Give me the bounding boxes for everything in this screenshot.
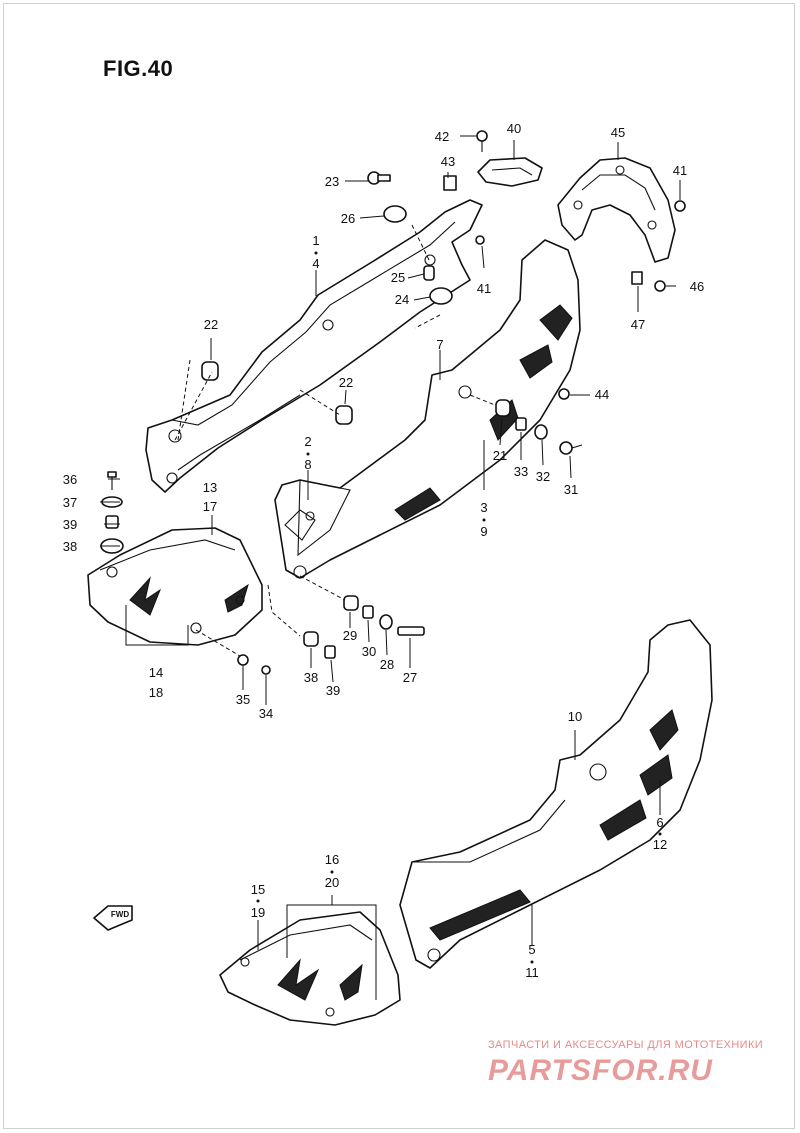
side-cover-long [399,619,713,969]
callout-21: 21 [493,448,507,463]
leader-lines [100,135,681,1000]
callout-9: 9 [480,524,487,539]
callout-4: 4 [312,256,319,271]
callout-42: 42 [435,129,449,144]
callout-46: 46 [690,279,704,294]
forward-arrow: FWD [93,905,133,931]
callout-19: 19 [251,905,265,920]
callout-8: 8 [304,457,311,472]
callout-7: 7 [436,337,443,352]
callout-26: 26 [341,211,355,226]
callout-30: 30 [362,644,376,659]
side-cover-lower-left [87,527,263,646]
callout-15: 15 [251,882,265,897]
side-cover-lower-front [219,911,401,1026]
callout-38-a: 38 [63,539,77,554]
tail-cover-plate [477,157,543,187]
forward-arrow-label: FWD [111,910,129,919]
callout-39-b: 39 [326,683,340,698]
callout-35: 35 [236,692,250,707]
callout-3: 3 [480,500,487,515]
hardware-parts [100,130,686,675]
callout-22-a: 22 [204,317,218,332]
callout-23: 23 [325,174,339,189]
callout-14: 14 [149,665,163,680]
callout-18: 18 [149,685,163,700]
callout-32: 32 [536,469,550,484]
callout-29: 29 [343,628,357,643]
callout-10: 10 [568,709,582,724]
callout-20: 20 [325,875,339,890]
callout-12: 12 [653,837,667,852]
rear-grab-handle [557,157,676,263]
callout-6: 6 [656,815,663,830]
page-border [3,3,795,1129]
callout-5: 5 [528,942,535,957]
seat-rail-cover [145,199,483,493]
callout-45: 45 [611,125,625,140]
callout-1: 1 [312,233,319,248]
callout-numbers: 1 4 2 8 3 9 5 11 6 12 7 10 13 17 14 18 1… [63,121,704,980]
watermark-caption: ЗАПЧАСТИ И АКСЕССУАРЫ ДЛЯ МОТОТЕХНИКИ [488,1039,764,1051]
callout-16: 16 [325,852,339,867]
callout-25: 25 [391,270,405,285]
callout-2: 2 [304,434,311,449]
callout-41-b: 41 [673,163,687,178]
callout-37: 37 [63,495,77,510]
callout-38-b: 38 [304,670,318,685]
callout-36: 36 [63,472,77,487]
callout-22-b: 22 [339,375,353,390]
callout-27: 27 [403,670,417,685]
callout-47: 47 [631,317,645,332]
callout-11: 11 [525,965,539,980]
callout-40: 40 [507,121,521,136]
callout-13: 13 [203,480,217,495]
figure-title: FIG.40 [103,56,174,81]
callout-39-a: 39 [63,517,77,532]
callout-17: 17 [203,499,217,514]
callout-28: 28 [380,657,394,672]
callout-34: 34 [259,706,273,721]
callout-31: 31 [564,482,578,497]
callout-24: 24 [395,292,409,307]
watermark-logo: PARTSFOR.RU [488,1054,713,1087]
callout-43: 43 [441,154,455,169]
callout-41-a: 41 [477,281,491,296]
callout-44: 44 [595,387,609,402]
callout-33: 33 [514,464,528,479]
